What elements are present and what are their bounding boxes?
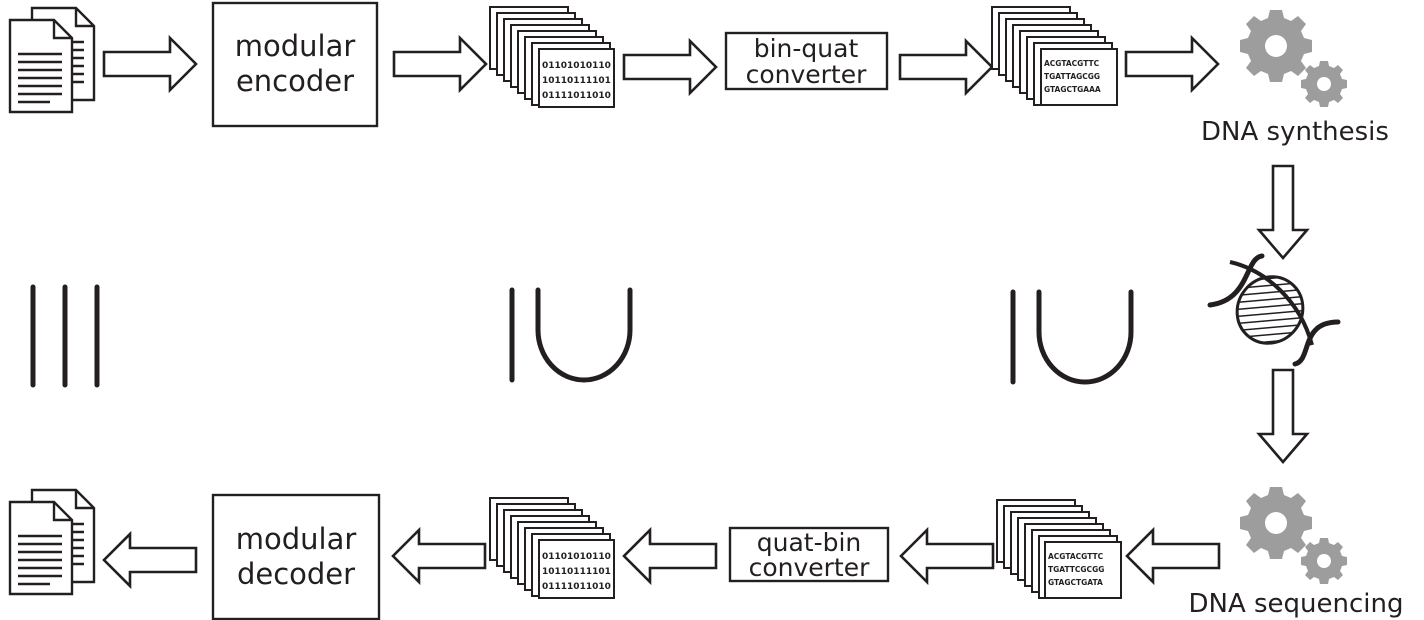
binary-stack-bottom: 01101010110 10110111101 01111011010 bbox=[490, 498, 615, 599]
dna-sequence-stack-bottom: ACGTACGTTC TGATTCGCGG GTAGCTGATA bbox=[997, 500, 1122, 599]
arrow-to-binary-stack bbox=[392, 36, 488, 92]
arrow-down-to-sequencing bbox=[1257, 368, 1309, 464]
arrow-to-bin-quat bbox=[622, 39, 718, 95]
dna-line: TGATTCGCGG bbox=[1048, 565, 1104, 574]
subset-union-symbol-left bbox=[509, 287, 633, 383]
subset-union-symbol-right bbox=[1010, 289, 1134, 385]
encoder-label-line1: modular bbox=[235, 29, 356, 63]
arrow-down-to-dna bbox=[1257, 164, 1309, 260]
arrow-from-sequencing bbox=[1125, 528, 1221, 584]
decoder-label-line1: modular bbox=[236, 522, 357, 556]
arrow-to-output-docs bbox=[102, 532, 198, 588]
quat-bin-converter-box: quat-bin converter bbox=[728, 526, 890, 583]
binary-line: 01111011010 bbox=[542, 91, 611, 101]
binary-line: 10110111101 bbox=[542, 567, 611, 577]
arrow-to-quat-bin bbox=[899, 528, 995, 584]
modular-decoder-box: modular decoder bbox=[211, 493, 381, 620]
output-documents-icon bbox=[10, 490, 94, 594]
binary-line: 01111011010 bbox=[542, 582, 611, 592]
arrow-to-dna-stack bbox=[898, 39, 994, 95]
dna-sequencing-label: DNA sequencing bbox=[1188, 589, 1403, 619]
dna-line: GTAGCTGATA bbox=[1048, 578, 1103, 587]
encoder-label-line2: encoder bbox=[236, 64, 354, 98]
dna-helix-icon bbox=[1207, 253, 1341, 367]
dna-sequencing-gears-icon bbox=[1240, 487, 1347, 584]
bin-quat-label-line2: converter bbox=[746, 60, 868, 89]
dna-synthesis-label: DNA synthesis bbox=[1201, 117, 1389, 147]
dna-line: ACGTACGTTC bbox=[1044, 59, 1100, 68]
arrow-to-decoder bbox=[391, 528, 487, 584]
arrow-to-synthesis bbox=[1124, 36, 1220, 92]
binary-line: 10110111101 bbox=[542, 76, 611, 86]
quat-bin-label-line1: quat-bin bbox=[757, 528, 862, 557]
modular-encoder-box: modular encoder bbox=[211, 1, 379, 128]
input-documents-icon bbox=[10, 8, 94, 112]
arrow-to-binary-stack-bottom bbox=[622, 528, 718, 584]
quat-bin-label-line2: converter bbox=[749, 553, 871, 582]
arrow-to-encoder bbox=[102, 36, 198, 92]
binary-line: 01101010110 bbox=[542, 61, 611, 71]
binary-stack-top: 01101010110 10110111101 01111011010 bbox=[490, 7, 615, 108]
dna-line: GTAGCTGAAA bbox=[1044, 85, 1101, 94]
binary-line: 01101010110 bbox=[542, 552, 611, 562]
bin-quat-converter-box: bin-quat converter bbox=[724, 31, 889, 91]
bin-quat-label-line1: bin-quat bbox=[754, 34, 859, 63]
decoder-label-line2: decoder bbox=[237, 557, 355, 591]
dna-sequence-stack-top: ACGTACGTTC TGATTAGCGG GTAGCTGAAA bbox=[992, 7, 1118, 106]
dna-synthesis-gears-icon bbox=[1240, 10, 1347, 107]
equivalence-bars-symbol bbox=[30, 284, 100, 388]
dna-line: TGATTAGCGG bbox=[1044, 72, 1100, 81]
dna-line: ACGTACGTTC bbox=[1048, 552, 1104, 561]
